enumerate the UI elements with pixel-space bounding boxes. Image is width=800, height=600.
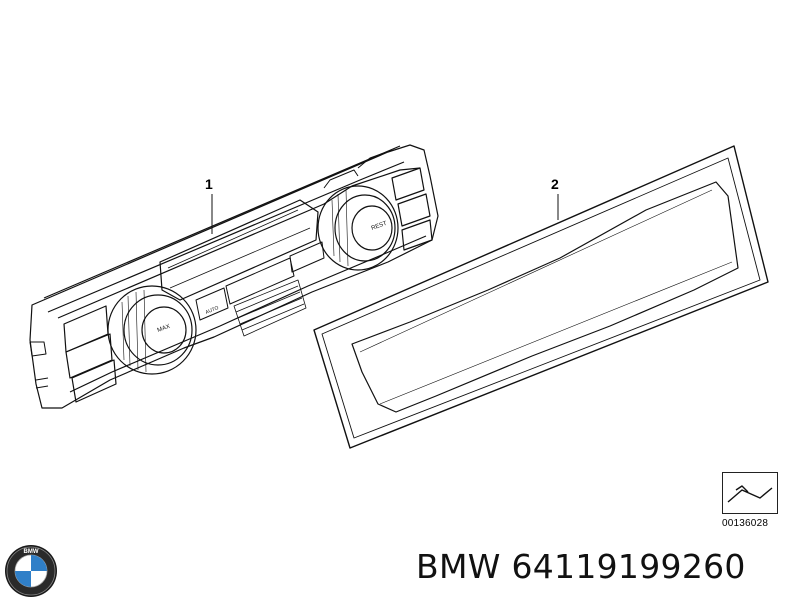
auto-button-label: AUTO [205, 305, 220, 316]
bmw-logo-icon: BMW [5, 545, 57, 597]
svg-text:BMW: BMW [24, 549, 39, 555]
callout-part-2: 2 [551, 176, 559, 192]
right-knob-label: REST [371, 221, 388, 232]
brand-part-number: BMW 64119199260 [416, 547, 746, 586]
climate-control-panel [29, 144, 439, 409]
part-number: 64119199260 [511, 547, 746, 586]
callout-part-1: 1 [205, 176, 213, 192]
left-knob-label: MAX [157, 324, 171, 334]
reference-symbol-box [722, 472, 778, 514]
right-temperature-knob [317, 185, 399, 271]
reference-number: 00136028 [722, 518, 769, 529]
left-temperature-knob [107, 285, 197, 375]
trim-bezel [313, 145, 769, 449]
brand-name: BMW [416, 547, 501, 586]
